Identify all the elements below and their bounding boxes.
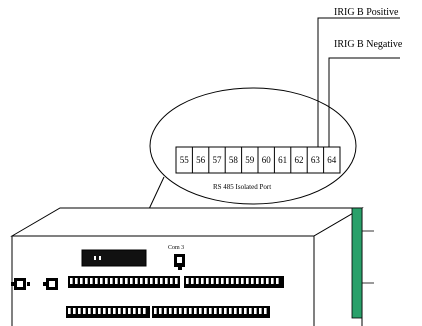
com3-port-icon (174, 254, 185, 270)
terminal-number: 61 (278, 155, 287, 165)
chassis-top (10, 207, 364, 237)
connector-pins (94, 256, 101, 260)
terminal-number: 60 (262, 155, 272, 165)
terminal-number: 58 (229, 155, 239, 165)
terminal-row (184, 276, 284, 288)
terminal-number: 62 (295, 155, 304, 165)
magnifier-ellipse (149, 87, 357, 205)
rs485-connector (81, 249, 147, 267)
left-port-icon-2 (43, 278, 58, 290)
port-caption: RS 485 Isolated Port (213, 183, 271, 191)
left-port-icon-1 (11, 278, 30, 290)
terminal-number: 57 (213, 155, 223, 165)
terminal-row (66, 306, 150, 318)
terminal-number: 56 (196, 155, 206, 165)
irig-leader-lines (317, 17, 400, 147)
irig-negative-line (328, 57, 400, 147)
terminal-number: 59 (245, 155, 255, 165)
terminal-row (152, 306, 270, 318)
chassis-side (313, 207, 363, 326)
com3-label: Com 3 (168, 245, 184, 251)
irig-positive-label: IRIG B Positive (334, 7, 399, 18)
irig-negative-label: IRIG B Negative (334, 39, 403, 50)
terminal-row (68, 276, 180, 288)
terminal-cells: 55 56 57 58 59 60 61 62 63 64 (180, 147, 337, 173)
terminal-number: 64 (327, 155, 337, 165)
side-ticks (362, 230, 374, 284)
terminal-number: 63 (311, 155, 321, 165)
terminal-strip: 55 56 57 58 59 60 61 62 63 64 (175, 146, 341, 174)
front-terminal-rows (66, 276, 284, 318)
irig-positive-line (317, 17, 400, 147)
side-green-strip (351, 207, 363, 319)
terminal-number: 55 (180, 155, 190, 165)
